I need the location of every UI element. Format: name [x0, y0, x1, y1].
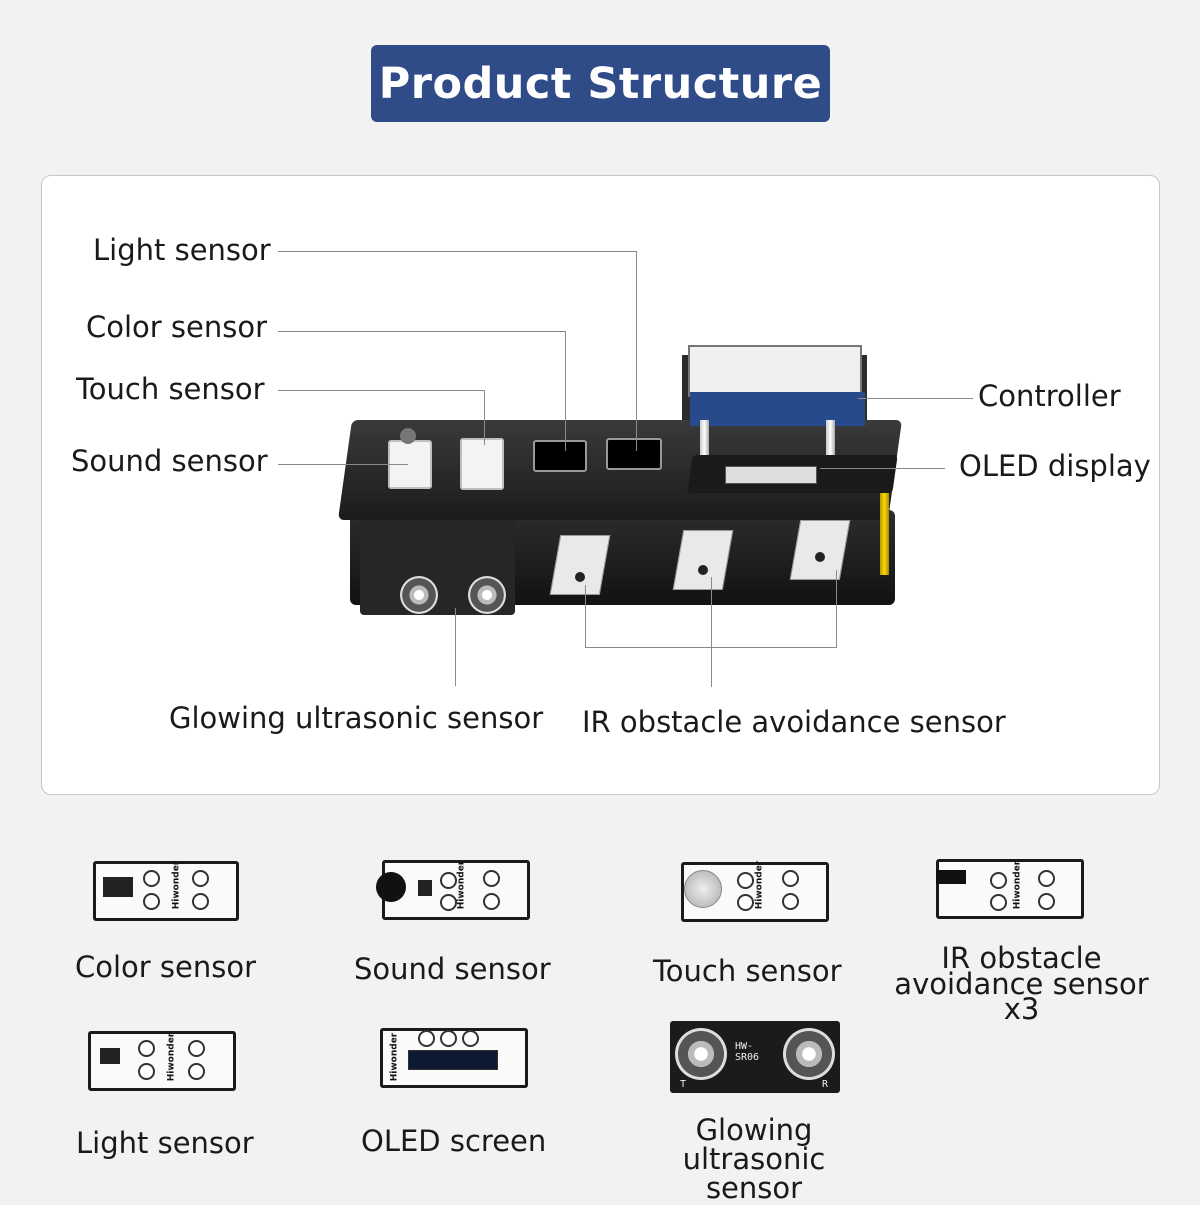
standoff [880, 490, 889, 575]
touch-sensor-module [460, 438, 504, 490]
component-caption: Light sensor [76, 1126, 254, 1160]
sensor-chip [100, 1048, 120, 1064]
controller-pcb [690, 392, 865, 426]
component-caption: Sound sensor [354, 952, 551, 986]
brand-logo: Hiwonder [166, 1032, 177, 1082]
ultrasonic-transducer [783, 1028, 835, 1080]
leader-line [565, 331, 566, 451]
ultrasonic-model: HW-SR06 [735, 1041, 760, 1063]
label-sound-sensor: Sound sensor [71, 444, 268, 478]
mount-hole [737, 872, 754, 889]
mount-hole [138, 1040, 155, 1057]
label-color-sensor: Color sensor [86, 310, 268, 344]
component-caption: IR obstacle avoidance sensor x3 [894, 941, 1149, 1027]
pillar [700, 420, 709, 460]
leader-line [636, 251, 637, 451]
color-sensor-slot [533, 440, 587, 472]
ultrasonic-transducer [400, 576, 438, 614]
pillar [826, 420, 835, 460]
mount-hole [418, 1030, 435, 1047]
component-caption: OLED screen [361, 1124, 547, 1158]
page-title: Product Structure [371, 45, 830, 122]
label-light-sensor: Light sensor [93, 233, 271, 267]
mount-hole [188, 1063, 205, 1080]
leader-line [455, 608, 456, 686]
mount-hole [440, 1030, 457, 1047]
label-ir-obstacle: IR obstacle avoidance sensor [582, 705, 1006, 739]
mic-knob [400, 428, 416, 444]
mount-hole [143, 893, 160, 910]
touch-pad [684, 870, 722, 908]
label-oled-display: OLED display [959, 449, 1151, 483]
controller-shield [688, 345, 862, 397]
oled-display-module [725, 466, 817, 484]
ir-emitter [575, 572, 585, 582]
ultrasonic-t-mark: T [680, 1079, 687, 1090]
component-caption: Color sensor [75, 950, 257, 984]
microphone [376, 872, 406, 902]
sound-sensor-board [382, 860, 530, 920]
sensor-chip [418, 880, 432, 896]
mount-hole [188, 1040, 205, 1057]
oled-screen [408, 1050, 498, 1070]
ir-sensor-module [789, 520, 851, 580]
ultrasonic-transducer [675, 1028, 727, 1080]
component-caption: Glowing ultrasonic sensor [682, 1113, 826, 1205]
ultrasonic-r-mark: R [822, 1079, 829, 1090]
mount-hole [483, 870, 500, 887]
mount-hole [1038, 870, 1055, 887]
brand-logo: Hiwonder [1012, 860, 1023, 910]
label-ultrasonic: Glowing ultrasonic sensor [169, 701, 544, 735]
ir-sensor-module [672, 530, 734, 590]
leader-line [278, 331, 565, 332]
component-caption: Touch sensor [653, 954, 842, 988]
ir-emitter [936, 870, 966, 884]
leader-line [278, 251, 636, 252]
mount-hole [440, 872, 457, 889]
ir-emitter [815, 552, 825, 562]
mount-hole [192, 870, 209, 887]
leader-line [711, 577, 712, 687]
mount-hole [138, 1063, 155, 1080]
sensor-chip [103, 877, 133, 897]
mount-hole [483, 893, 500, 910]
brand-logo: Hiwonder [754, 860, 765, 910]
ir-emitter [698, 565, 708, 575]
mount-hole [782, 870, 799, 887]
mount-hole [990, 894, 1007, 911]
leader-line [278, 390, 484, 391]
label-controller: Controller [978, 379, 1121, 413]
leader-line [484, 390, 485, 445]
mount-hole [192, 893, 209, 910]
ir-sensor-module [549, 535, 611, 595]
mount-hole [440, 894, 457, 911]
brand-logo: Hiwonder [456, 860, 467, 910]
mount-hole [737, 894, 754, 911]
ir-sensor-board [936, 859, 1084, 919]
mount-hole [782, 893, 799, 910]
leader-line [278, 464, 408, 465]
leader-line [820, 468, 945, 469]
brand-logo: Hiwonder [171, 860, 182, 910]
ultrasonic-transducer [468, 576, 506, 614]
brand-logo: Hiwonder [389, 1032, 400, 1082]
label-touch-sensor: Touch sensor [76, 372, 265, 406]
mount-hole [1038, 893, 1055, 910]
mount-hole [462, 1030, 479, 1047]
mount-hole [143, 870, 160, 887]
leader-line [858, 398, 973, 399]
mount-hole [990, 872, 1007, 889]
light-sensor-slot [606, 438, 662, 470]
leader-line [585, 585, 586, 648]
leader-line [836, 570, 837, 648]
